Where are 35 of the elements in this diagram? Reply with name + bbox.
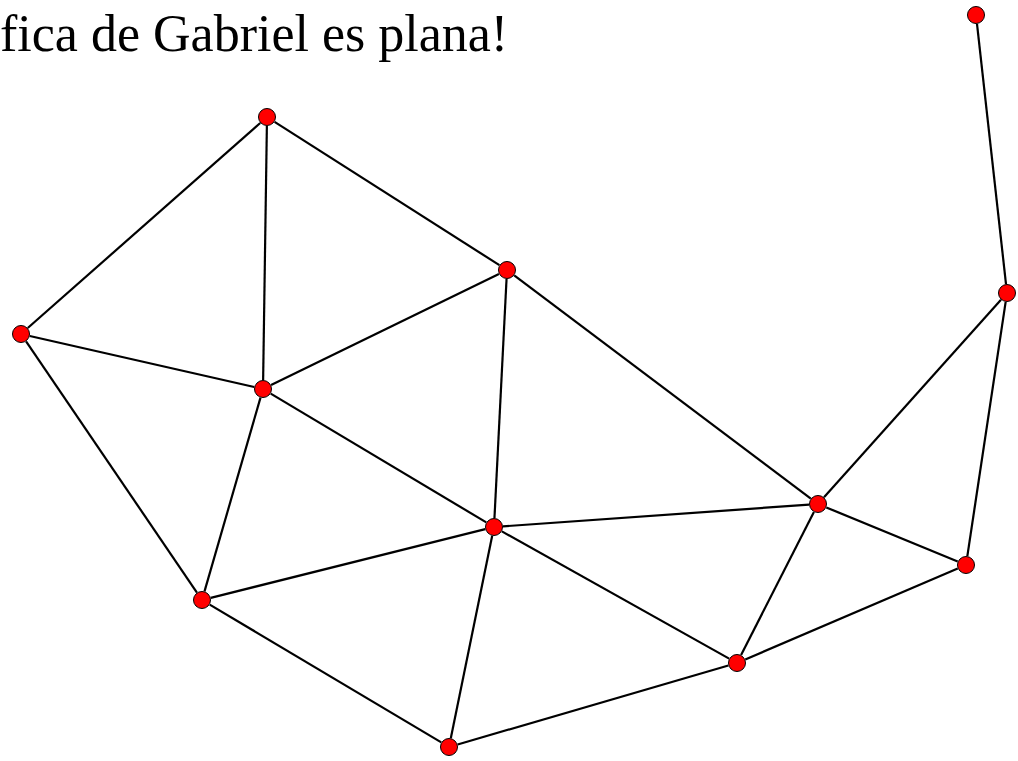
graph-vertex <box>485 518 503 536</box>
graph-edge <box>27 122 261 329</box>
graph-vertex <box>498 261 516 279</box>
graph-vertex <box>967 6 985 24</box>
graph-edge <box>825 506 959 563</box>
graph-edge <box>270 392 487 524</box>
graph-edge <box>262 126 268 380</box>
graph-vertex <box>998 284 1016 302</box>
graph-edge <box>966 301 1007 557</box>
graph-vertex <box>957 556 975 574</box>
graph-edge <box>449 535 494 739</box>
graph-vertex <box>193 591 211 609</box>
graph-vertex <box>258 108 276 126</box>
graph-edge <box>740 511 815 656</box>
graph-edge <box>501 530 730 660</box>
graph-vertex <box>12 325 30 343</box>
graph-vertex <box>728 654 746 672</box>
graph-edge <box>209 603 442 744</box>
graph-vertex <box>440 738 458 756</box>
graph-edge <box>270 272 500 387</box>
graph-edge <box>274 120 500 267</box>
graph-edge <box>203 397 262 592</box>
graph-edge <box>823 298 1002 499</box>
graph-edge <box>975 23 1008 285</box>
graph-edge <box>25 340 198 594</box>
graph-edge <box>210 528 486 599</box>
graph-edge <box>457 664 729 746</box>
graph-edge <box>29 334 255 389</box>
graph-edge <box>502 503 810 528</box>
title: fica de Gabriel es plana! <box>0 4 509 64</box>
graph-edge <box>513 274 812 500</box>
graph-vertex <box>254 380 272 398</box>
graph-edge <box>744 567 959 661</box>
graph-vertex <box>809 495 827 513</box>
graph-edge <box>493 278 508 519</box>
